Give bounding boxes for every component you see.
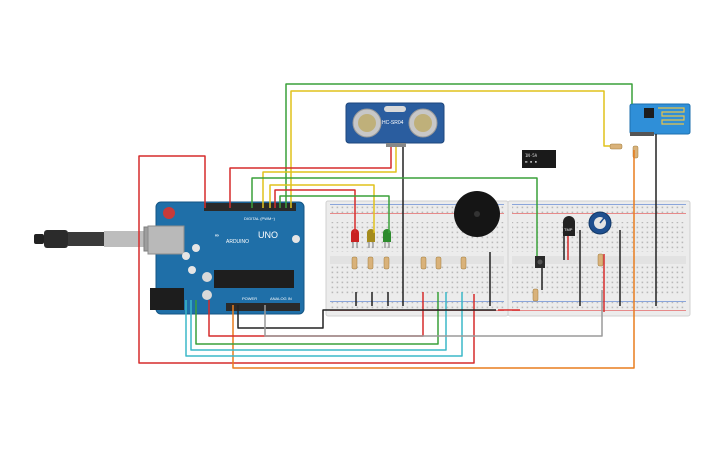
wire-cyan-analog-2 — [185, 292, 463, 357]
wire-red-power — [138, 155, 475, 364]
ultrasonic-model-text: HC-SR04 — [382, 120, 404, 126]
wire-gray-pot — [264, 290, 603, 337]
tmp-sensor-label: TMP — [564, 227, 573, 232]
pushbutton-icon[interactable] — [535, 256, 545, 268]
svg-text:▬ ▪ ▪: ▬ ▪ ▪ — [525, 159, 537, 164]
resistor-icon — [351, 143, 639, 302]
svg-text:∞: ∞ — [215, 233, 219, 239]
digital-header-label: DIGITAL (PWM~) — [244, 216, 276, 221]
wire-cyan-analog — [190, 292, 447, 351]
arduino-logo-text: ARDUINO — [226, 239, 249, 245]
breadboard-right — [507, 200, 691, 317]
wire-green-esp — [285, 83, 633, 208]
relay-module: 1N·5A ▬ ▪ ▪ — [522, 150, 556, 168]
led-yellow — [367, 229, 375, 248]
wire-green-analog — [195, 292, 439, 345]
arduino-uno-board: ∞ ARDUINO UNO DIGITAL (PWM~) POWER ANALO… — [147, 201, 305, 315]
wire-yellow-trig — [262, 147, 397, 208]
power-header-label: POWER — [242, 296, 257, 301]
wire-black-gnd — [237, 305, 496, 329]
wires — [138, 83, 657, 369]
wire-green-led — [279, 195, 390, 233]
ultrasonic-sensor: HC-SR04 — [345, 102, 445, 147]
arduino-model-text: UNO — [258, 230, 278, 240]
wire-red-vcc — [229, 147, 392, 208]
wifi-module — [629, 103, 691, 136]
temperature-sensor: TMP — [563, 216, 575, 236]
buzzer-icon — [454, 191, 500, 237]
wire-green-button — [251, 177, 538, 256]
potentiometer-icon[interactable] — [588, 211, 612, 235]
reset-button[interactable] — [163, 207, 175, 219]
svg-text:1N·5A: 1N·5A — [525, 153, 538, 158]
wire-yellow-esp — [290, 90, 610, 208]
wire-yellow-led — [269, 184, 375, 233]
wire-red-led — [274, 189, 356, 233]
analog-header-label: ANALOG IN — [270, 296, 292, 301]
